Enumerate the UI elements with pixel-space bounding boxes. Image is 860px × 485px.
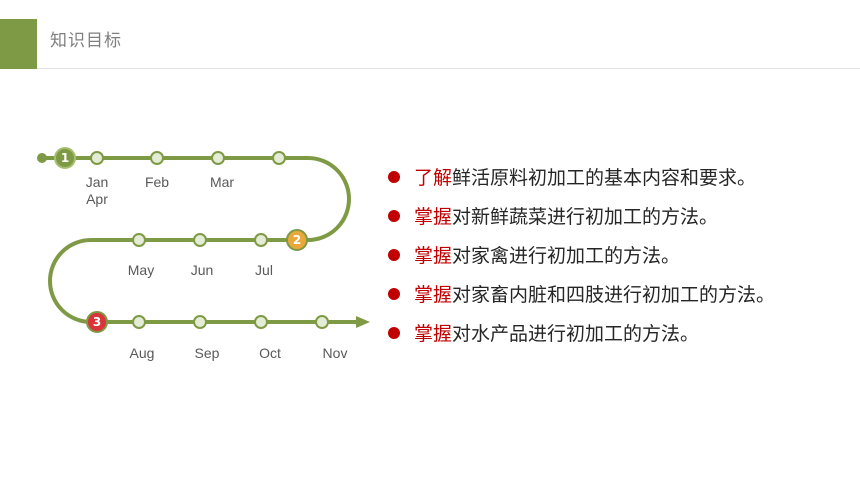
timeline-node	[315, 315, 329, 329]
objective-item: 掌握对新鲜蔬菜进行初加工的方法。	[388, 201, 775, 240]
stage-badge-3	[86, 311, 108, 333]
objective-text: 对水产品进行初加工的方法。	[452, 323, 700, 345]
stage-badge-2-label: 2	[293, 233, 301, 247]
objective-text: 鲜活原料初加工的基本内容和要求。	[452, 167, 757, 189]
month-label-mar: Mar	[210, 174, 234, 190]
objective-text: 对家畜内脏和四肢进行初加工的方法。	[452, 284, 776, 306]
objective-keyword: 掌握	[414, 206, 453, 228]
header-divider	[37, 68, 860, 69]
bullet-icon	[388, 288, 400, 300]
month-label-jul: Jul	[255, 262, 273, 278]
bullet-icon	[388, 210, 400, 222]
timeline-node	[132, 233, 146, 247]
timeline-node	[254, 233, 268, 247]
timeline-node	[272, 151, 286, 165]
timeline-arrowhead	[356, 316, 370, 328]
objectives-list: 了解鲜活原料初加工的基本内容和要求。 掌握对新鲜蔬菜进行初加工的方法。 掌握对家…	[388, 162, 775, 357]
month-label-nov: Nov	[323, 345, 348, 361]
objective-keyword: 了解	[414, 167, 453, 189]
objective-keyword: 掌握	[414, 245, 453, 267]
objective-keyword: 掌握	[414, 284, 453, 306]
bullet-icon	[388, 327, 400, 339]
timeline-node	[90, 151, 104, 165]
bullet-icon	[388, 249, 400, 261]
timeline-node	[254, 315, 268, 329]
timeline-node	[132, 315, 146, 329]
stage-badge-2	[286, 229, 308, 251]
objective-item: 掌握对家畜内脏和四肢进行初加工的方法。	[388, 279, 775, 318]
timeline-node	[193, 315, 207, 329]
month-label-jun: Jun	[191, 262, 214, 278]
timeline-node	[211, 151, 225, 165]
header-accent-block	[0, 19, 37, 69]
timeline-start-dot	[37, 153, 47, 163]
stage-badge-3-label: 3	[93, 315, 101, 329]
month-label-oct: Oct	[259, 345, 281, 361]
stage-badge-1-label: 1	[61, 151, 69, 165]
month-label-apr: Apr	[86, 191, 108, 207]
month-label-aug: Aug	[130, 345, 155, 361]
objective-keyword: 掌握	[414, 323, 453, 345]
objective-item: 掌握对家禽进行初加工的方法。	[388, 240, 775, 279]
month-label-jan: Jan	[86, 174, 109, 190]
month-label-feb: Feb	[145, 174, 169, 190]
objective-text: 对新鲜蔬菜进行初加工的方法。	[452, 206, 719, 228]
objective-text: 对家禽进行初加工的方法。	[452, 245, 681, 267]
stage-badge-1	[54, 147, 76, 169]
month-label-may: May	[128, 262, 154, 278]
objective-item: 了解鲜活原料初加工的基本内容和要求。	[388, 162, 775, 201]
bullet-icon	[388, 171, 400, 183]
month-label-sep: Sep	[195, 345, 220, 361]
page-title: 知识目标	[50, 31, 122, 51]
timeline-node	[150, 151, 164, 165]
timeline-node	[193, 233, 207, 247]
objective-item: 掌握对水产品进行初加工的方法。	[388, 318, 775, 357]
